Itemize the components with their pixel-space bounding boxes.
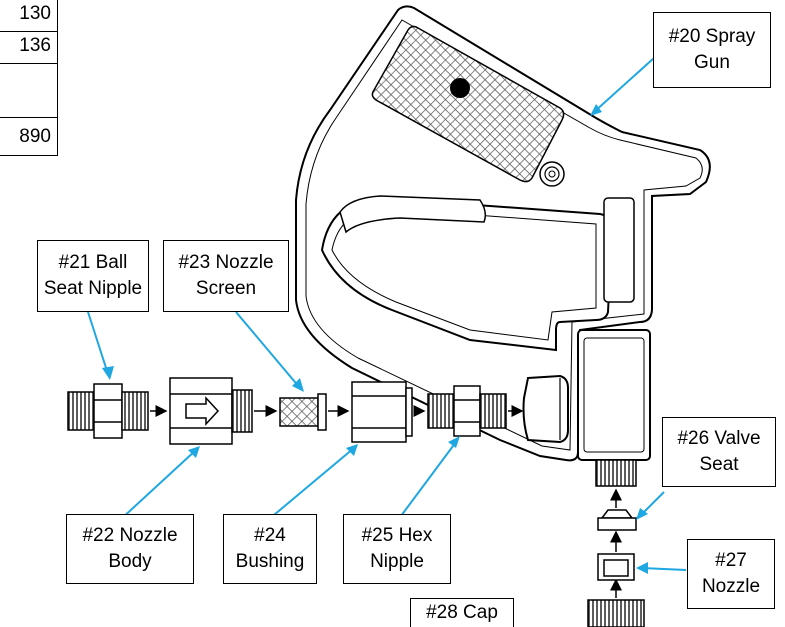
table-cell-3 xyxy=(0,64,58,118)
label-spray-gun-line2: Gun xyxy=(694,52,730,73)
label-bushing-line1: #24 xyxy=(254,525,286,546)
nozzle-screen xyxy=(279,393,327,431)
label-cap: #28 Cap xyxy=(410,598,514,627)
table-cell-4: 890 xyxy=(0,118,58,156)
nozzle-part xyxy=(597,553,635,581)
bushing xyxy=(351,381,413,443)
label-nozzle: #27 Nozzle xyxy=(687,539,775,609)
label-bushing: #24 Bushing xyxy=(223,514,317,584)
hex-nipple xyxy=(427,385,507,437)
ball-seat-nipple xyxy=(67,383,149,439)
label-valve-seat-line1: #26 Valve xyxy=(677,428,761,449)
label-ball-seat-nipple: #21 Ball Seat Nipple xyxy=(37,240,149,312)
valve-seat xyxy=(597,509,637,531)
label-hex-nipple-line2: Nipple xyxy=(370,551,424,572)
leader-lines xyxy=(87,57,687,571)
label-hex-nipple-line1: #25 Hex xyxy=(361,525,433,546)
label-nozzle-screen-line2: Screen xyxy=(195,278,257,299)
label-nozzle-body-line2: Body xyxy=(108,551,152,572)
label-nozzle-body: #22 Nozzle Body xyxy=(66,514,194,584)
label-ball-seat-nipple-line1: #21 Ball xyxy=(58,252,128,273)
label-valve-seat-line2: Seat xyxy=(699,454,739,475)
label-spray-gun: #20 Spray Gun xyxy=(653,12,771,88)
label-nozzle-line2: Nozzle xyxy=(701,576,761,597)
table-cell-2: 136 xyxy=(0,32,58,64)
label-ball-seat-nipple-line2: Seat Nipple xyxy=(43,278,143,299)
flow-arrows xyxy=(150,405,622,598)
cap-part xyxy=(587,599,645,627)
label-cap-line1: #28 Cap xyxy=(426,602,498,623)
label-nozzle-body-line1: #22 Nozzle xyxy=(82,525,178,546)
label-spray-gun-line1: #20 Spray xyxy=(668,26,756,47)
table-cell-1: 130 xyxy=(0,0,58,32)
label-bushing-line2: Bushing xyxy=(235,551,305,572)
label-nozzle-line1: #27 xyxy=(715,550,747,571)
spray-gun xyxy=(295,5,711,487)
label-nozzle-screen: #23 Nozzle Screen xyxy=(163,240,289,312)
leader-arrowheads xyxy=(102,104,648,574)
label-valve-seat: #26 Valve Seat xyxy=(662,417,776,487)
label-hex-nipple: #25 Hex Nipple xyxy=(343,514,451,584)
label-nozzle-screen-line1: #23 Nozzle xyxy=(178,252,274,273)
nozzle-body xyxy=(169,377,253,445)
